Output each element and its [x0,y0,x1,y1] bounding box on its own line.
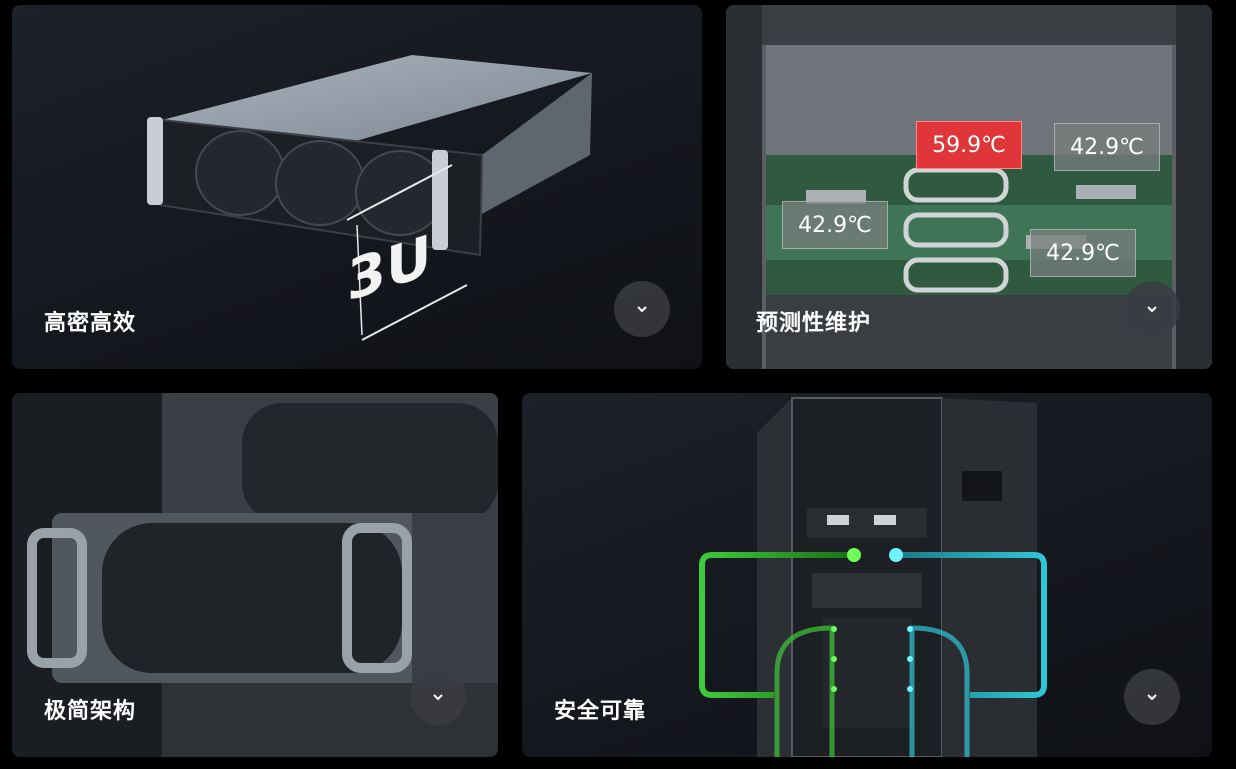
temperature-tag: 42.9℃ [782,201,888,249]
card-title: 预测性维护 [756,311,872,336]
expand-button[interactable] [1124,281,1180,337]
expand-button[interactable] [614,281,670,337]
card-title: 安全可靠 [554,699,647,724]
cabinet-illustration [699,397,1047,757]
feature-card-safe-reliable[interactable]: 安全可靠 [522,393,1212,757]
temperature-tag: 42.9℃ [1030,229,1136,277]
feature-card-predictive-maintenance[interactable]: 59.9℃ 42.9℃ 42.9℃ 42.9℃ 预测性维护 [726,5,1212,369]
temperature-tag: 42.9℃ [1054,123,1160,171]
card-title: 极简架构 [44,699,137,724]
power-module-illustration [12,393,498,757]
chevron-down-icon [637,306,647,313]
server-3u-illustration: 3U [147,55,592,341]
chevron-down-icon [1147,306,1157,313]
temperature-alert-tag: 59.9℃ [916,121,1022,169]
expand-button[interactable] [1124,669,1180,725]
expand-button[interactable] [410,669,466,725]
feature-card-high-density[interactable]: 3U 高密高效 [12,5,702,369]
chevron-down-icon [433,694,443,701]
chevron-down-icon [1147,694,1157,701]
feature-card-simple-architecture[interactable]: 极简架构 [12,393,498,757]
card-title: 高密高效 [44,311,137,336]
